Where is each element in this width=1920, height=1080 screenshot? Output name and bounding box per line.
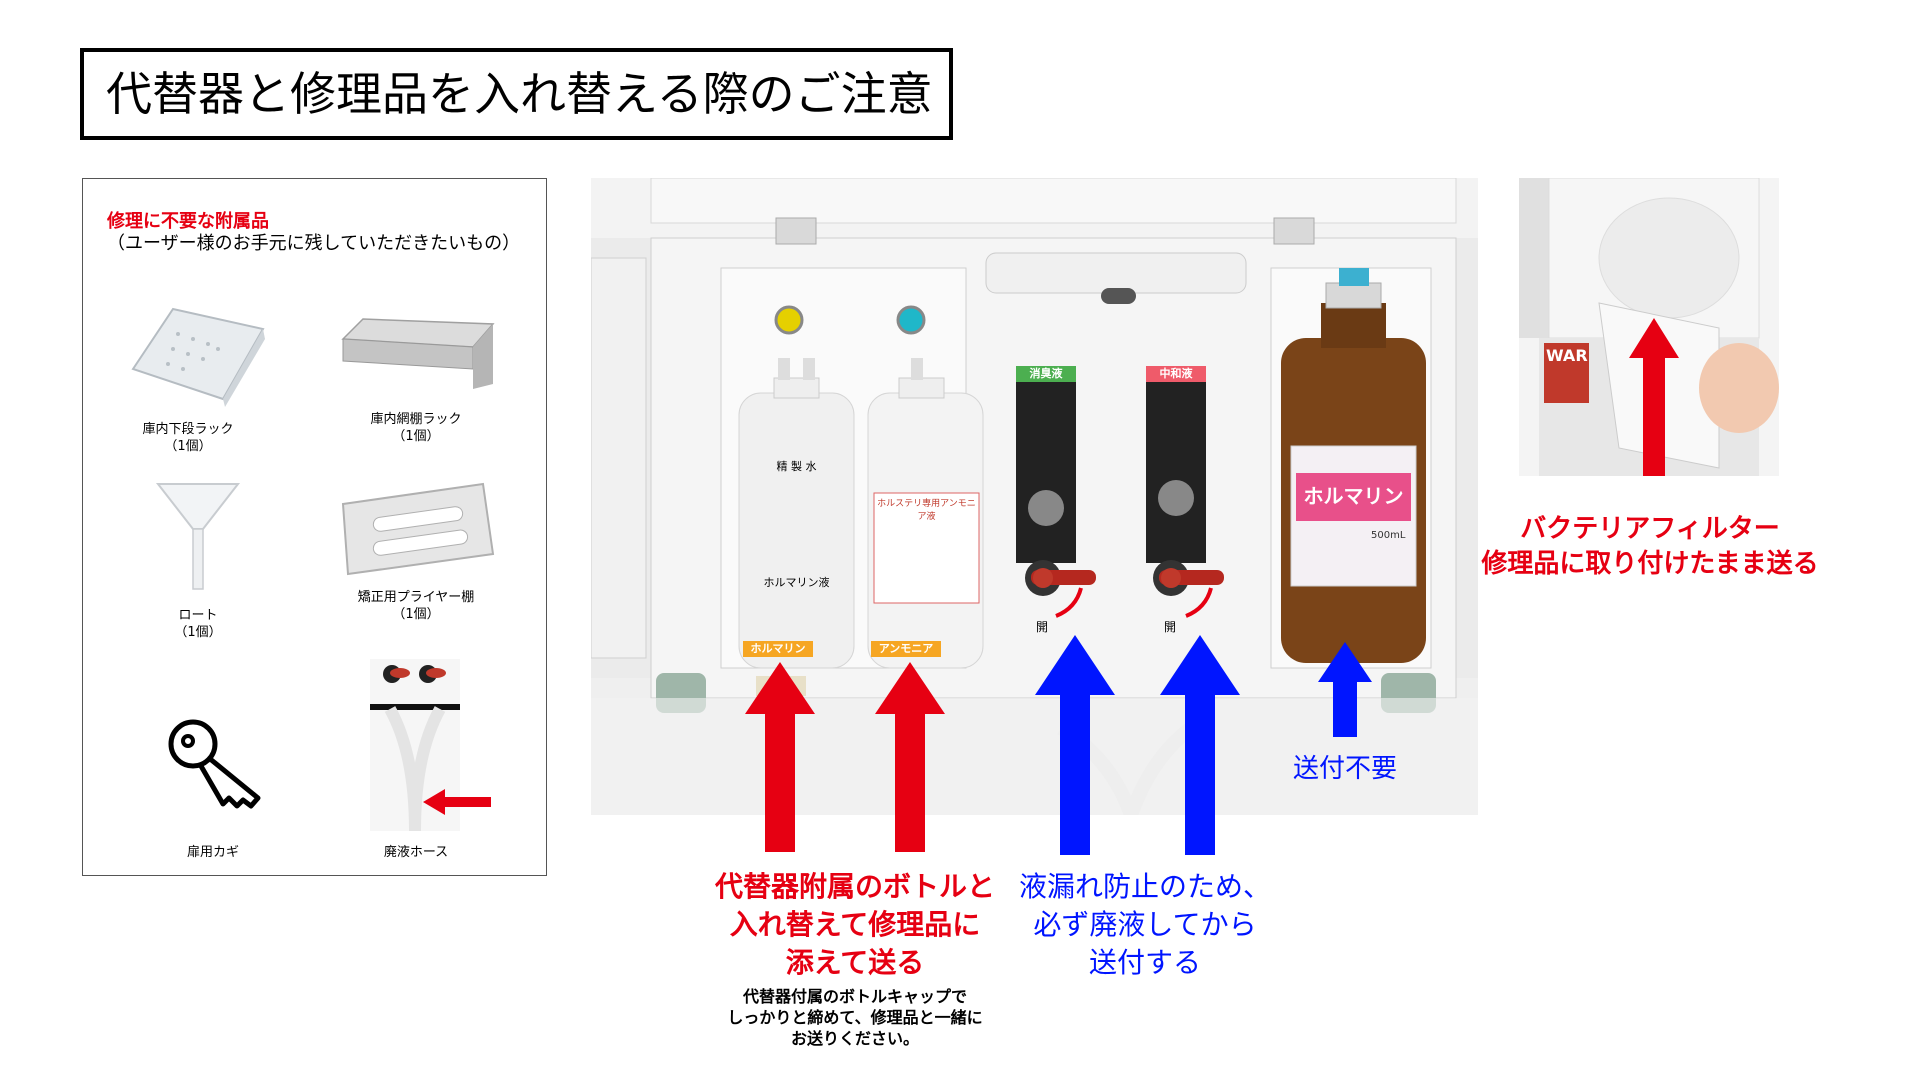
drain-hose-red-arrow (423, 789, 491, 815)
plier-shelf-image (341, 482, 495, 576)
bacteria-filter-red-arrow (1629, 318, 1679, 476)
accessory-label-drain-hose: 廃液ホース (383, 845, 449, 860)
formalin-bottle-red-arrow (745, 662, 815, 852)
accessory-label-plier-shelf: 矯正用プライヤー棚 （1個） (357, 590, 475, 622)
bacteria-filter-photo: WAR (1519, 178, 1779, 476)
replace-bottles-line3: 添えて送る (785, 946, 925, 979)
funnel-image (155, 483, 241, 590)
open-label-deodorant: 開 (1036, 620, 1049, 634)
replace-bottles-note3: お送りください。 (790, 1029, 919, 1048)
ammonia-bottle-red-arrow (875, 662, 945, 852)
replace-bottles-line1: 代替器附属のボトルと (714, 870, 995, 903)
formalin-no-send-blue-arrow (1318, 642, 1372, 737)
tag-deodorant: 消臭液 (1016, 366, 1076, 382)
accessory-label-upper-rack: 庫内網棚ラック （1個） (370, 412, 462, 444)
machine-photo: 精 製 水 ホルマリン液 ホルステリ専用アンモニア液 ホルマリン アンモニア 消… (591, 178, 1478, 815)
replace-bottles-note1: 代替器付属のボトルキャップで (742, 987, 967, 1006)
formalin-bottle-label: ホルマリン (1303, 484, 1404, 508)
replace-bottles-line2: 入れ替えて修理品に (729, 908, 981, 941)
tag-formalin: ホルマリン (743, 641, 813, 657)
bottle-ammonia-label: ホルステリ専用アンモニア液 (877, 499, 976, 522)
replace-bottles-note: 代替器附属のボトルと 入れ替えて修理品に 添えて送る (660, 868, 1050, 982)
drain-line1: 液漏れ防止のため、 (1018, 870, 1271, 903)
send-not-required-note: 送付不要 (1292, 754, 1397, 784)
drain-line3: 送付する (1088, 946, 1201, 979)
upper-rack-image (341, 318, 495, 389)
accessory-label-lower-rack: 庫内下段ラック （1個） (142, 422, 234, 454)
bacteria-filter-line2: 修理品に取り付けたまま送る (1481, 549, 1819, 579)
replace-bottles-note2: しっかりと締めて、修理品と一緒に (727, 1008, 983, 1027)
neutralizer-drain-blue-arrow (1160, 635, 1240, 855)
lower-rack-image (131, 307, 265, 407)
accessory-label-funnel: ロート （1個） (174, 608, 222, 640)
bottle-formalin-solution-label: ホルマリン液 (749, 574, 844, 590)
drain-line2: 必ず廃液してから (1033, 908, 1257, 941)
tag-neutralizer: 中和液 (1146, 366, 1206, 382)
warning-label: WAR (1546, 346, 1588, 365)
formalin-bottle-volume: 500mL (1371, 530, 1406, 541)
deodorant-drain-blue-arrow (1035, 635, 1115, 855)
accessory-label-key: 扉用カギ (186, 845, 239, 860)
accessory-subheading: （ユーザー様のお手元に残していただきたいもの） (107, 233, 521, 254)
open-label-neutralizer: 開 (1164, 620, 1177, 634)
tag-ammonia: アンモニア (871, 641, 941, 657)
bacteria-filter-line1: バクテリアフィルター (1520, 514, 1780, 544)
accessory-panel: 修理に不要な附属品 （ユーザー様のお手元に残していただきたいもの） 庫内下段ラッ… (82, 178, 547, 876)
bacteria-filter-note: バクテリアフィルター 修理品に取り付けたまま送る (1480, 512, 1820, 582)
accessory-heading: 修理に不要な附属品 (107, 211, 269, 232)
bottle-water-label: 精 製 水 (749, 458, 844, 474)
page-title: 代替器と修理品を入れ替える際のご注意 (80, 48, 953, 140)
key-icon (168, 719, 261, 809)
drain-before-sending-note: 液漏れ防止のため、 必ず廃液してから 送付する (1000, 868, 1290, 982)
replace-bottles-detail: 代替器付属のボトルキャップで しっかりと締めて、修理品と一緒に お送りください。 (680, 986, 1030, 1049)
